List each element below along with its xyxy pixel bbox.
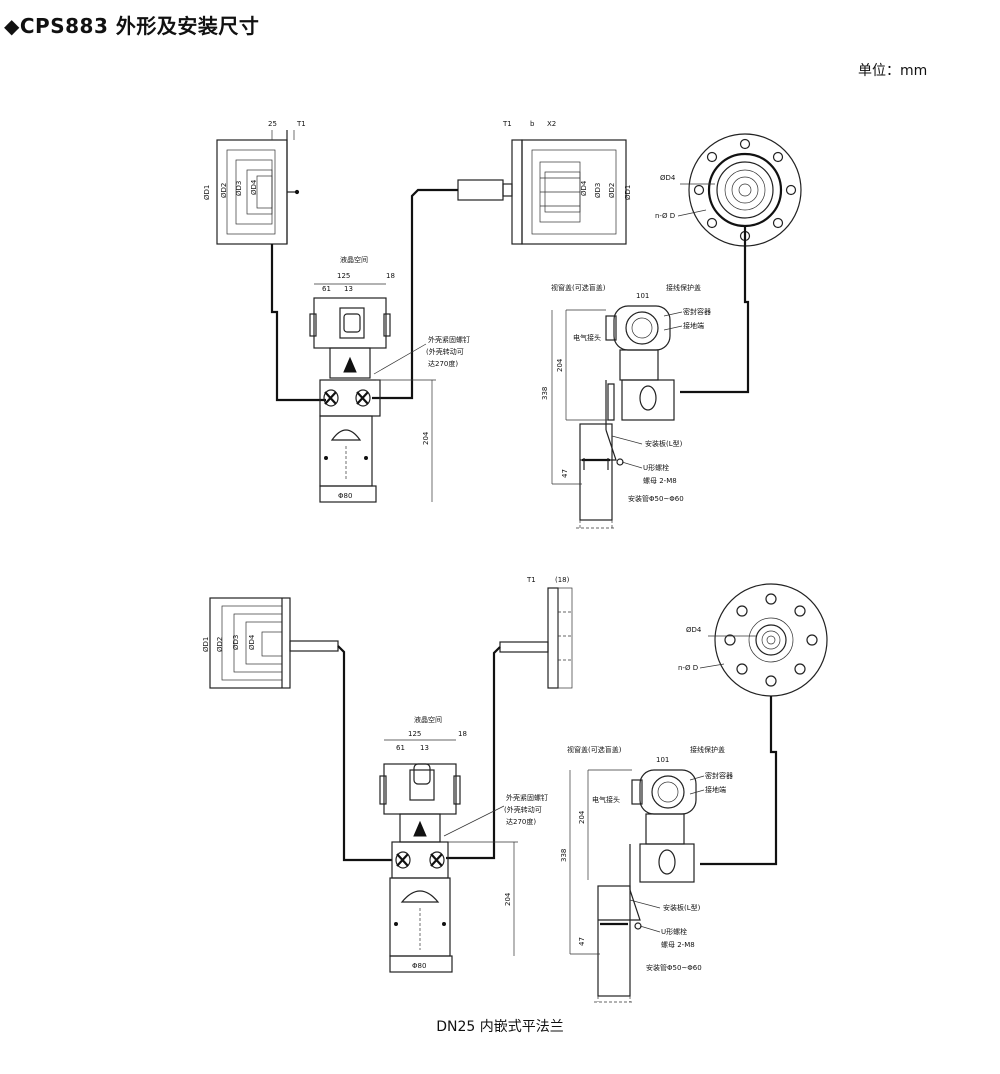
dim-47-bottom: 47 (578, 937, 586, 946)
dim-13-bottom: 13 (420, 744, 429, 752)
label-ground-top: 接地端 (683, 321, 704, 330)
label-pipe-top: 安装管Φ50~Φ60 (628, 494, 684, 503)
dim-d1-right: ØD1 (624, 185, 632, 200)
dim-101-bottom: 101 (656, 756, 669, 764)
left-flange-bottom: ØD1 ØD2 ØD3 ØD4 (202, 597, 339, 689)
dim-x2: X2 (547, 120, 556, 128)
label-pipe-bottom: 安装管Φ50~Φ60 (646, 963, 702, 972)
dim-t1-left: T1 (296, 120, 306, 128)
dim-t1-right-b: T1 (526, 576, 536, 584)
label-terminal-cover-bottom: 接线保护盖 (690, 745, 725, 754)
dim-125-top: 125 (337, 272, 350, 280)
label-seal-bottom: 密封容器 (705, 771, 733, 780)
label-housing-screw-bottom: 外壳紧固螺钉 (506, 793, 548, 802)
label-rotate1-bottom: (外壳转动可 (504, 805, 542, 814)
dim-nd-bottom: n-Ø D (678, 664, 698, 672)
dim-25: 25 (268, 120, 277, 128)
dim-18p: (18) (555, 576, 570, 584)
label-bracket-top: 安装板(L型) (645, 439, 683, 448)
dim-204-side-bottom: 204 (578, 810, 586, 824)
label-u-bolt-top: U形螺栓 (643, 463, 669, 472)
flange-front-bottom: ØD4 n-Ø D (678, 583, 828, 866)
label-seal-top: 密封容器 (683, 307, 711, 316)
dim-d4-left-b: ØD4 (248, 634, 256, 650)
right-flange-bottom: T1 (18) (499, 576, 573, 689)
dim-338-bottom: 338 (560, 849, 568, 862)
dim-d4-left: ØD4 (250, 179, 258, 195)
dim-d3-left-b: ØD3 (232, 635, 240, 650)
dim-d2-right: ØD2 (608, 183, 616, 198)
label-rotate2-top: 达270度) (428, 359, 458, 368)
dim-d2-left-b: ØD2 (216, 637, 224, 652)
dim-t1-right: T1 (502, 120, 512, 128)
capillary-right-bottom (446, 646, 501, 860)
dim-18-top: 18 (386, 272, 395, 280)
dim-d4-right: ØD4 (580, 180, 588, 196)
transmitter-front-top: Φ80 125 61 13 18 液晶空间 204 外壳紧固螺钉 (外壳转动可 … (309, 255, 470, 503)
label-view-cover-top: 视窗盖(可选盲盖) (551, 283, 606, 292)
page-title: ◆CPS883 外形及安装尺寸 (4, 14, 260, 38)
capillary-left-top (270, 244, 326, 402)
label-view-cover-bottom: 视窗盖(可选盲盖) (567, 745, 622, 754)
dim-61-top: 61 (322, 285, 331, 293)
dim-d4-front-top: ØD4 (660, 174, 676, 182)
unit-label: 单位：mm (858, 63, 928, 79)
label-ground-bottom: 接地端 (705, 785, 726, 794)
right-flange-top: T1 b X2 ØD4 ØD3 ØD2 ØD1 (457, 120, 632, 245)
label-rotate2-bottom: 达270度) (506, 817, 536, 826)
dim-18-bottom: 18 (458, 730, 467, 738)
label-elec-conn-bottom: 电气接头 (592, 795, 620, 804)
dim-47-top: 47 (561, 469, 569, 478)
label-terminal-cover-top: 接线保护盖 (666, 283, 701, 292)
dim-phi80-top: Φ80 (338, 492, 352, 500)
dim-nd-top: n-Ø D (655, 212, 675, 220)
dim-d3-right: ØD3 (594, 183, 602, 198)
dim-13-top: 13 (344, 285, 353, 293)
label-nut-bottom: 螺母 2-M8 (661, 940, 695, 949)
capillary-right-top (372, 188, 458, 400)
figure-caption: DN25 内嵌式平法兰 (436, 1019, 564, 1035)
capillary-left-bottom (337, 645, 392, 862)
label-u-bolt-bottom: U形螺栓 (661, 927, 687, 936)
label-rotate1-top: (外壳转动可 (426, 347, 464, 356)
transmitter-side-bottom: 204 338 47 视窗盖(可选盲盖) 101 接线保护盖 密封容器 接地端 … (560, 745, 733, 1003)
dim-204-side-top: 204 (556, 358, 564, 372)
dim-204-top: 204 (422, 431, 430, 445)
transmitter-side-top: 204 338 47 视窗盖(可选盲盖) 101 接线保护盖 密封容器 接地端 … (541, 283, 711, 529)
left-flange-top: 25 T1 ØD1 ØD2 ØD3 ØD4 (203, 120, 306, 245)
dim-d3-left: ØD3 (235, 181, 243, 196)
dim-61-bottom: 61 (396, 744, 405, 752)
label-elec-conn-top: 电气接头 (573, 333, 601, 342)
dim-204-bottom: 204 (504, 892, 512, 906)
label-lcd-space-top: 液晶空间 (340, 255, 368, 264)
label-housing-screw-top: 外壳紧固螺钉 (428, 335, 470, 344)
dim-101-top: 101 (636, 292, 649, 300)
dim-d1-left: ØD1 (203, 185, 211, 200)
dim-d1-left-b: ØD1 (202, 637, 210, 652)
dim-d4-front-bottom: ØD4 (686, 626, 702, 634)
dim-phi80-bottom: Φ80 (412, 962, 426, 970)
dim-338-top: 338 (541, 387, 549, 400)
label-lcd-space-bottom: 液晶空间 (414, 715, 442, 724)
label-bracket-bottom: 安装板(L型) (663, 903, 701, 912)
label-nut-top: 螺母 2-M8 (643, 476, 677, 485)
transmitter-front-bottom: Φ80 125 61 13 18 液晶空间 204 外壳紧固螺钉 (外壳转动可 … (379, 715, 548, 973)
flange-front-top: ØD4 n-Ø D (655, 133, 802, 394)
dim-125-bottom: 125 (408, 730, 421, 738)
dim-d2-left: ØD2 (220, 183, 228, 198)
dim-b-top: b (530, 120, 535, 128)
